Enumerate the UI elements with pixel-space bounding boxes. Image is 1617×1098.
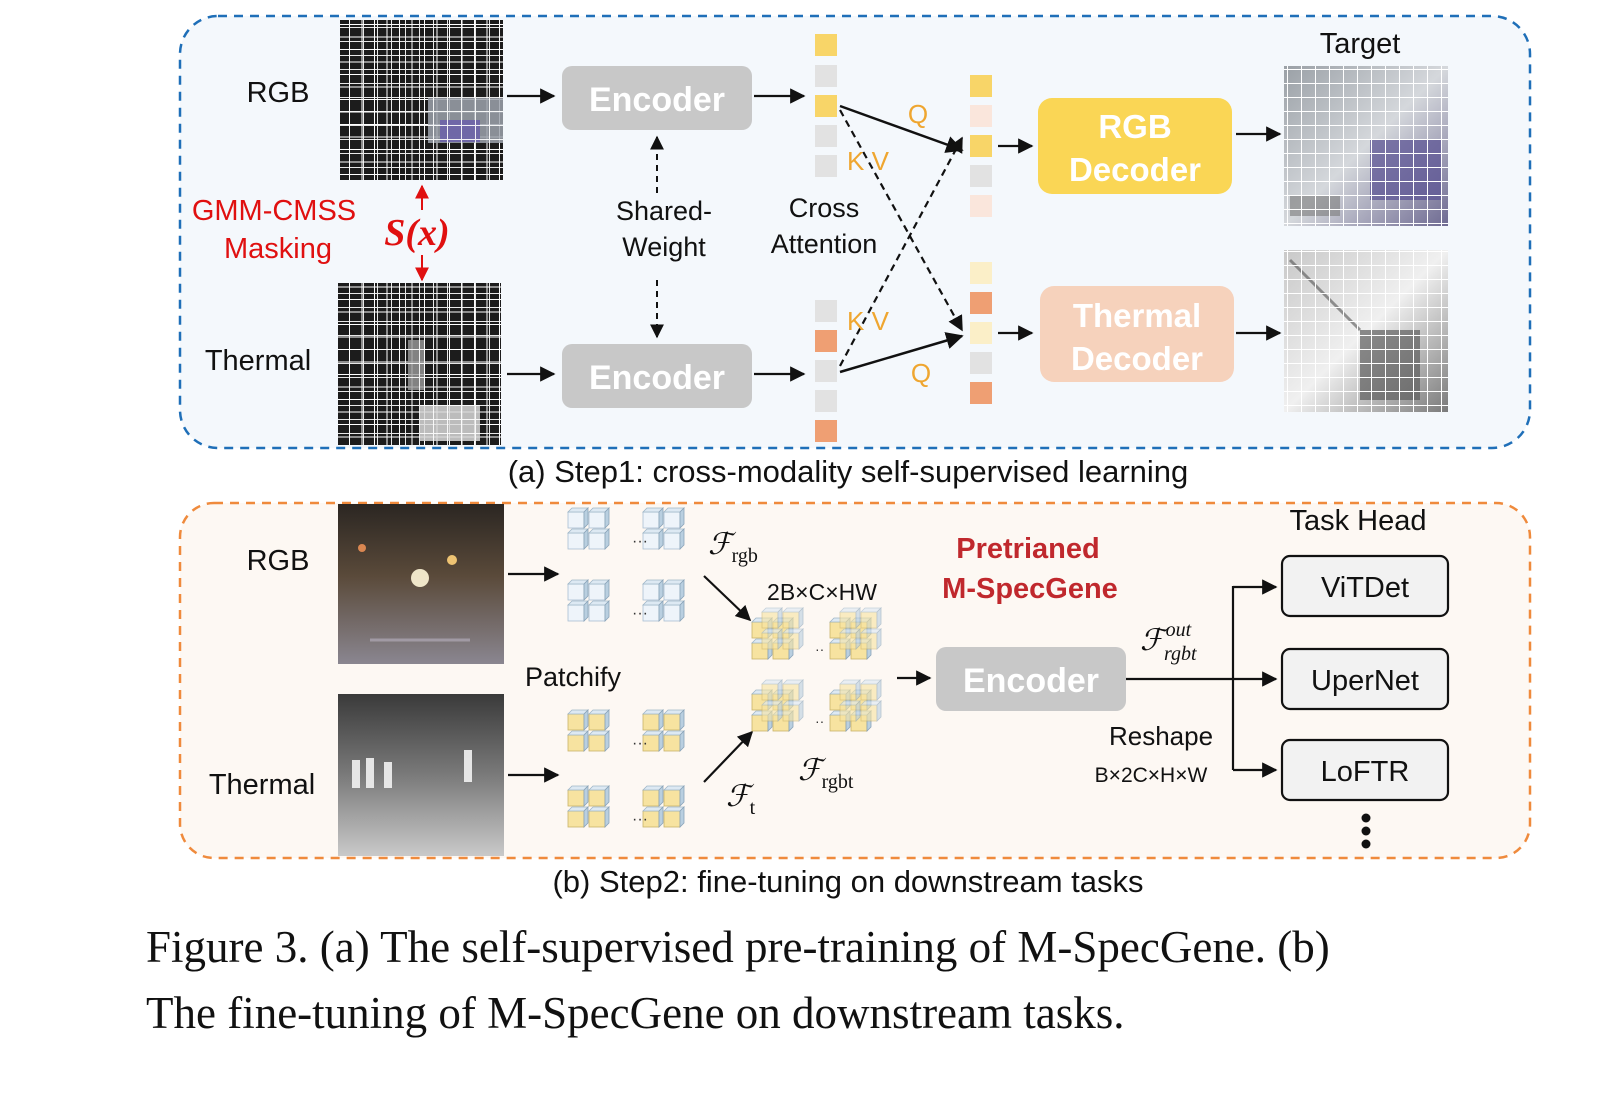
finetune-encoder-label: Encoder bbox=[963, 662, 1099, 700]
arrow-f-rgb-to-concat bbox=[703, 575, 752, 622]
rgb-night-image bbox=[338, 504, 504, 664]
head-upernet-label: UperNet bbox=[1311, 665, 1419, 697]
svg-text:···: ··· bbox=[632, 533, 648, 550]
pretrained-line1: Pretrianed bbox=[956, 533, 1099, 565]
f-out-sup: out bbox=[1166, 619, 1192, 641]
arrow-q-top bbox=[839, 104, 964, 153]
cross-attention-line2: Attention bbox=[771, 229, 878, 259]
svg-text:··: ·· bbox=[815, 641, 824, 657]
f-rgbt-sub: rgbt bbox=[822, 771, 854, 793]
arrow-q-bottom bbox=[839, 332, 964, 374]
concat-patch-grid: ·· ·· bbox=[752, 608, 881, 731]
rgb-patch-grid: ··· ··· bbox=[568, 508, 684, 622]
panel-a: RGB Thermal GMM-CMSS Masking S(x) Encode… bbox=[178, 14, 1532, 450]
thermal-patch-grid: ··· ··· bbox=[568, 710, 684, 828]
head-loftr-label: LoFTR bbox=[1321, 756, 1410, 788]
panel-b: RGB Thermal ··· ··· bbox=[178, 501, 1532, 860]
shared-weight-line2: Weight bbox=[622, 232, 706, 262]
panel-b-thermal-label: Thermal bbox=[209, 769, 315, 801]
figure-caption-line1: Figure 3. (a) The self-supervised pre-tr… bbox=[146, 922, 1330, 972]
shared-weight-line1: Shared- bbox=[616, 196, 712, 226]
more-heads-ellipsis bbox=[1361, 813, 1371, 849]
svg-text:··: ·· bbox=[815, 713, 824, 729]
svg-text:···: ··· bbox=[632, 605, 648, 622]
q-bottom-label: Q bbox=[911, 358, 931, 388]
head-vitdet-label: ViTDet bbox=[1321, 572, 1409, 604]
panel-b-rgb-label: RGB bbox=[247, 545, 310, 577]
encoder-bottom-label: Encoder bbox=[589, 359, 725, 397]
encoder-top-label: Encoder bbox=[589, 81, 725, 119]
thermal-night-image bbox=[338, 694, 504, 856]
thermal-decoder-line2: Decoder bbox=[1071, 340, 1203, 377]
concat-dims: 2B×C×HW bbox=[767, 579, 877, 605]
head-upernet bbox=[1280, 647, 1450, 711]
arrow-kv-top bbox=[839, 109, 963, 332]
svg-text:···: ··· bbox=[632, 735, 648, 752]
f-out-sub: rgbt bbox=[1164, 643, 1197, 665]
masking-label-line1: GMM-CMSS bbox=[192, 195, 356, 227]
reshape-label: Reshape bbox=[1109, 721, 1213, 751]
panel-a-caption: (a) Step1: cross-modality self-supervise… bbox=[508, 454, 1189, 489]
score-function: S(x) bbox=[384, 212, 449, 254]
encoder-bottom bbox=[562, 344, 752, 408]
rgb-target-image bbox=[1284, 66, 1448, 226]
thermal-decoder bbox=[1040, 286, 1234, 382]
thermal-token-column bbox=[815, 300, 837, 442]
rgb-masked-patches bbox=[340, 20, 503, 180]
svg-text:···: ··· bbox=[632, 811, 648, 828]
panel-a-rgb-label: RGB bbox=[247, 77, 310, 109]
arrow-f-t-to-concat bbox=[703, 730, 754, 783]
task-head-label: Task Head bbox=[1289, 505, 1426, 537]
head-vitdet bbox=[1280, 554, 1450, 618]
kv-bottom-label: K V bbox=[847, 306, 890, 336]
q-top-label: Q bbox=[908, 99, 928, 129]
masking-label-line2: Masking bbox=[224, 233, 332, 265]
kv-top-label: K V bbox=[847, 146, 890, 176]
target-label: Target bbox=[1320, 28, 1401, 60]
head-loftr bbox=[1280, 738, 1450, 802]
thermal-target-image bbox=[1284, 250, 1448, 412]
cross-attention-line1: Cross bbox=[789, 193, 860, 223]
f-rgb-sub: rgb bbox=[732, 545, 758, 567]
rgb-token-column bbox=[815, 34, 837, 177]
encoder-top bbox=[562, 66, 752, 130]
rgb-decoder-line2: Decoder bbox=[1069, 151, 1201, 188]
pretrained-line2: M-SpecGene bbox=[942, 573, 1118, 605]
panel-b-caption: (b) Step2: fine-tuning on downstream tas… bbox=[552, 864, 1143, 899]
fused-thermal-token-column bbox=[970, 262, 992, 404]
reshape-dims: B×2C×H×W bbox=[1095, 764, 1208, 787]
rgb-decoder-line1: RGB bbox=[1098, 108, 1171, 145]
thermal-masked-patches bbox=[338, 283, 501, 445]
finetune-encoder bbox=[936, 647, 1126, 711]
panel-a-thermal-label: Thermal bbox=[205, 345, 311, 377]
thermal-decoder-line1: Thermal bbox=[1073, 297, 1201, 334]
fused-rgb-token-column bbox=[970, 75, 992, 217]
patchify-label: Patchify bbox=[525, 662, 622, 692]
figure-caption-line2: The fine-tuning of M-SpecGene on downstr… bbox=[146, 988, 1125, 1038]
f-t-sub: t bbox=[750, 797, 756, 819]
rgb-decoder bbox=[1038, 98, 1232, 194]
